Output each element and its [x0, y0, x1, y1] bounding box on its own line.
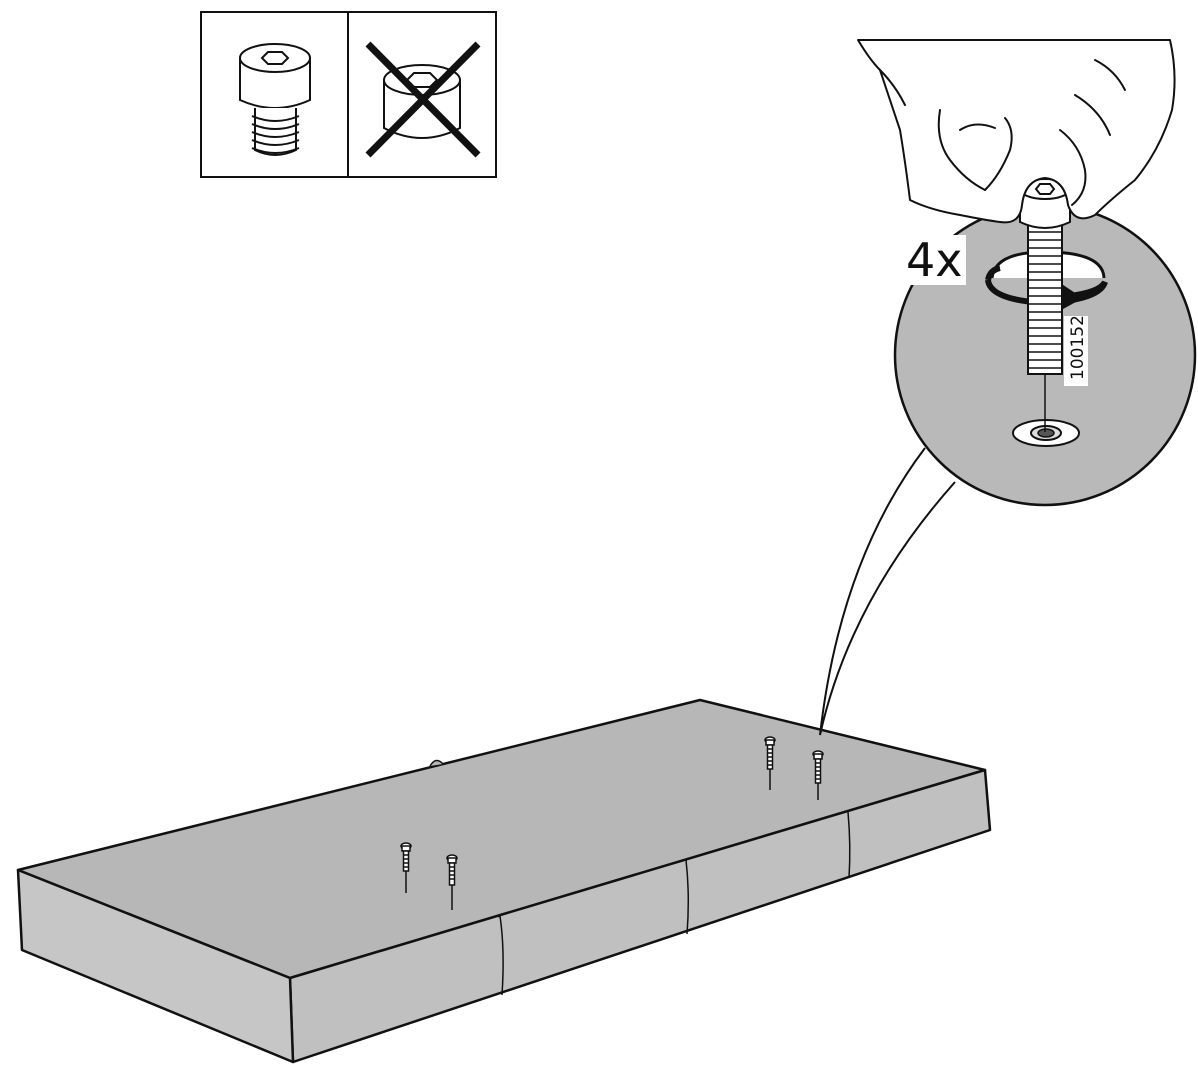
panel-left-face	[16, 868, 295, 1064]
fastener-legend	[200, 11, 497, 178]
socket-head-screw-icon	[239, 43, 311, 156]
hand-icon	[857, 39, 1176, 224]
insert-hole-icon	[1012, 419, 1080, 447]
screw-2	[446, 854, 458, 910]
screw-3	[764, 736, 776, 790]
quantity-label: 4x	[906, 233, 963, 287]
panel-screws	[400, 736, 824, 910]
callout-pointer	[819, 447, 956, 736]
screw-1	[400, 842, 412, 893]
cushion-panel	[16, 698, 992, 1064]
part-number-label: 100152	[1068, 315, 1088, 380]
screw-4	[812, 750, 824, 800]
long-screw-icon	[1019, 178, 1071, 375]
detail-view	[893, 178, 1197, 507]
nut-crossed-icon	[365, 41, 481, 158]
